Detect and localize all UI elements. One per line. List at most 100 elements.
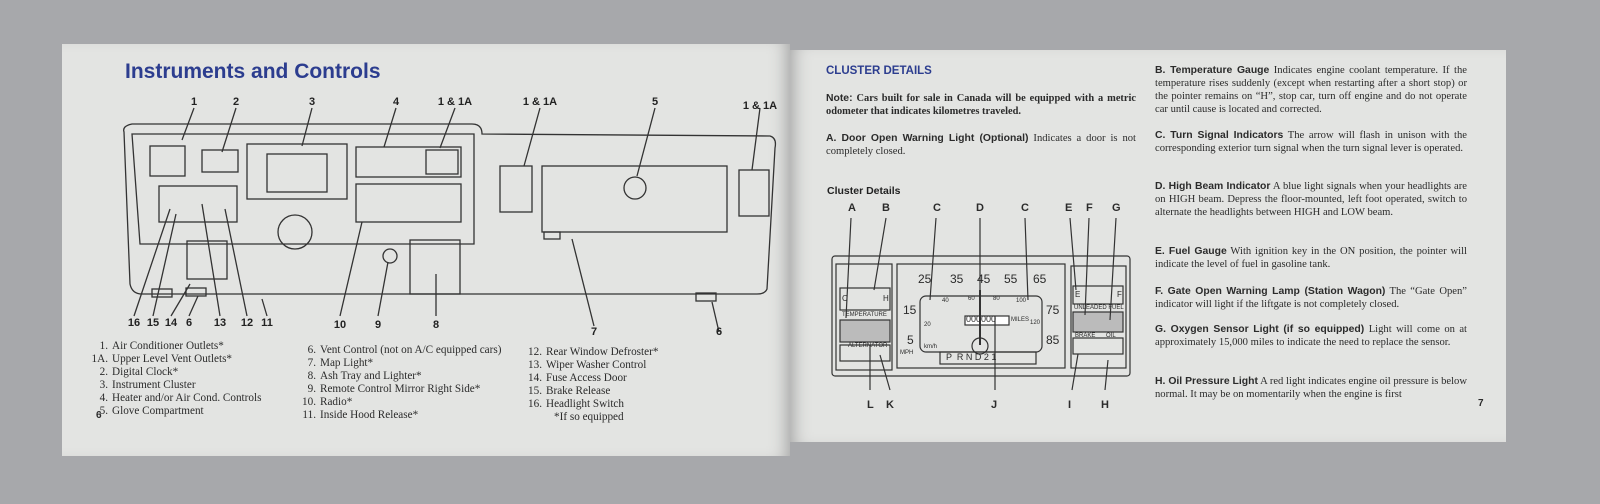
text-label: 14.: [528, 372, 542, 385]
callout-7: 7: [590, 326, 598, 338]
text-label: BRAKE: [1075, 333, 1096, 339]
text-label: Note:: [826, 93, 853, 104]
item-d-paragraph: D. High Beam Indicator A blue light sign…: [1155, 180, 1467, 219]
cluster-label-d: D: [976, 202, 984, 214]
text-label: Inside Hood Release*: [320, 409, 419, 422]
legend-item: 7. Map Light*: [298, 357, 501, 370]
cluster-label-h: H: [1101, 399, 1109, 411]
mph-tick: 55: [1004, 272, 1018, 286]
legend-column-3: 12.Rear Window Defroster* 13.Wiper Washe…: [524, 346, 658, 425]
mph-tick: 65: [1033, 272, 1047, 286]
text-label: 12.: [528, 346, 542, 358]
legend-item: 9.Remote Control Mirror Right Side*: [298, 383, 501, 396]
text-label: Map Light*: [320, 357, 374, 370]
text-label: A. Door Open Warning Light (Optional): [826, 133, 1029, 144]
text-label: E: [1075, 290, 1081, 299]
text-label: The “Gate Open” indicator will light if …: [1155, 286, 1467, 310]
callout-3: 3: [308, 96, 316, 108]
text-label: Indicates engine coolant temperature. If…: [1155, 65, 1467, 115]
right-page: CLUSTER DETAILS Note: Cars built for sal…: [790, 50, 1506, 442]
text-label: A blue light signals when your headlight…: [1155, 181, 1467, 218]
callout-15: 15: [146, 317, 160, 329]
text-label: Indicates a door is not completely close…: [826, 133, 1136, 157]
legend-item: 16.Headlight Switch: [524, 398, 658, 411]
text-label: H. Oil Pressure Light: [1155, 376, 1258, 387]
cluster-label-j: J: [991, 399, 998, 411]
callout-1-1a: 1 & 1A: [437, 96, 473, 108]
text-label: H: [883, 294, 889, 303]
text-label: Instrument Cluster: [112, 379, 196, 392]
text-label: 40: [942, 298, 949, 304]
text-label: MILES: [1011, 317, 1030, 323]
text-label: 9.: [307, 383, 316, 396]
text-label: 1.: [99, 340, 108, 352]
text-label: 120: [1030, 320, 1041, 326]
text-label: 4.: [99, 392, 108, 405]
item-h-paragraph: H. Oil Pressure Light A red light indica…: [1155, 375, 1467, 401]
callout-6: 6: [185, 317, 193, 329]
text-label: C: [842, 294, 848, 303]
text-label: B. Temperature Gauge: [1155, 65, 1270, 76]
text-label: A red light indicates engine oil pressur…: [1155, 376, 1467, 400]
cluster-diagram: A B C D C E F G L K J I H 25 35 45 55 65…: [790, 50, 1150, 442]
text-label: 2.: [99, 366, 108, 379]
text-label: Upper Level Vent Outlets*: [112, 353, 233, 366]
cluster-label-b: B: [882, 202, 890, 214]
text-label: Wiper Washer Control: [546, 359, 647, 372]
item-b-paragraph: B. Temperature Gauge Indicates engine co…: [1155, 64, 1467, 116]
text-label: 6.: [307, 344, 316, 356]
legend-item: 2. Digital Clock*: [90, 366, 261, 379]
left-page: Instruments and Controls 1 2 3 4 1 & 1A …: [62, 44, 790, 456]
text-label: Air Conditioner Outlets*: [112, 340, 224, 352]
page-title: Instruments and Controls: [125, 60, 381, 83]
callout-2: 2: [232, 96, 240, 108]
text-label: 100: [1016, 298, 1027, 304]
text-label: Fuse Access Door: [546, 372, 627, 385]
legend-item: 15.Brake Release: [524, 385, 658, 398]
callout-10: 10: [333, 319, 347, 331]
cluster-label-l: L: [867, 399, 874, 411]
mph-tick: 45: [977, 272, 991, 286]
callout-14: 14: [164, 317, 178, 329]
legend-column-2: 6. Vent Control (not on A/C equipped cars…: [298, 344, 501, 423]
text-label: Ash Tray and Lighter*: [320, 370, 422, 383]
mph-tick: 5: [907, 333, 914, 347]
text-label: 8.: [307, 370, 316, 383]
text-label: Glove Compartment: [112, 405, 204, 418]
text-label: Heater and/or Air Cond. Controls: [112, 392, 262, 405]
callout-8: 8: [432, 319, 440, 331]
callout-12: 12: [240, 317, 254, 329]
callout-11: 11: [261, 317, 273, 329]
callout-1-1a: 1 & 1A: [522, 96, 558, 108]
item-g-paragraph: G. Oxygen Sensor Light (if so equipped) …: [1155, 323, 1467, 349]
mph-tick: 35: [950, 272, 964, 286]
text-label: Cars built for sale in Canada will be eq…: [826, 93, 1136, 117]
cluster-label-g: G: [1112, 202, 1121, 214]
text-label: 11.: [302, 409, 316, 422]
text-label: UNLEADED FUEL: [1074, 305, 1124, 311]
text-label: Brake Release: [546, 385, 611, 398]
text-label: Vent Control (not on A/C equipped cars): [320, 344, 502, 356]
text-label: ALTERNATOR: [848, 343, 888, 349]
cluster-label-k: K: [886, 399, 894, 411]
legend-item: 1A.Upper Level Vent Outlets*: [90, 353, 261, 366]
legend-item: 3.Instrument Cluster: [90, 379, 261, 392]
text-label: 20: [924, 322, 931, 328]
legend-item: 6. Vent Control (not on A/C equipped cars…: [298, 344, 502, 357]
callout-1: 1: [190, 96, 198, 108]
mph-tick: 15: [903, 303, 917, 317]
cluster-label-i: I: [1068, 399, 1072, 411]
item-c-paragraph: C. Turn Signal Indicators The arrow will…: [1155, 129, 1467, 155]
page-number: 6: [96, 410, 102, 421]
legend-item: 10.Radio*: [298, 396, 501, 409]
text-label: Digital Clock*: [112, 366, 179, 379]
legend-item: 8. Ash Tray and Lighter*: [298, 370, 501, 383]
text-label: Headlight Switch: [546, 398, 624, 411]
cluster-label-c: C: [1021, 202, 1029, 214]
callout-4: 4: [392, 96, 400, 108]
page-number: 7: [1478, 398, 1484, 409]
text-label: 7.: [307, 357, 316, 370]
item-a-paragraph: A. Door Open Warning Light (Optional) In…: [826, 132, 1136, 158]
text-label: F: [1117, 290, 1122, 299]
legend-item: 14. Fuse Access Door: [524, 372, 658, 385]
